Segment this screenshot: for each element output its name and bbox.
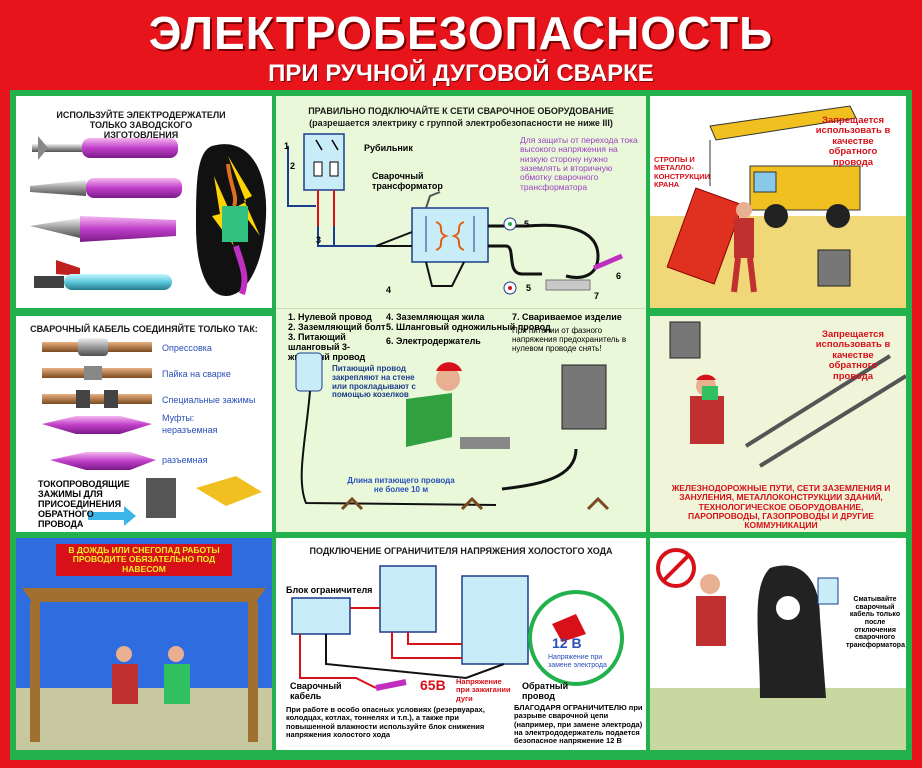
num-1: 1 [284, 141, 290, 151]
panel-limiter: ПОДКЛЮЧЕНИЕ ОГРАНИЧИТЕЛЯ НАПРЯЖЕНИЯ ХОЛО… [276, 538, 646, 750]
panel-electrode-holders: ИСПОЛЬЗУЙТЕ ЭЛЕКТРОДЕРЖАТЕЛИ ТОЛЬКО ЗАВО… [16, 96, 272, 308]
panel-title: СВАРОЧНЫЙ КАБЕЛЬ СОЕДИНЯЙТЕ ТОЛЬКО ТАК: [30, 324, 258, 334]
joint-item-3: Специальные зажимы [162, 395, 256, 405]
panel-crane: Запрещается использовать в качестве обра… [650, 96, 906, 308]
block-label: Блок ограничителя [286, 585, 373, 595]
return-label: Обратный провод [522, 681, 569, 701]
note-right: БЛАГОДАРЯ ОГРАНИЧИТЕЛЮ при разрыве сваро… [514, 703, 643, 745]
num-2: 2 [290, 161, 296, 171]
arc-label: Напряжение при зажигании дуги [456, 677, 511, 703]
poster-title: ЭЛЕКТРОБЕЗОПАСНОСТЬ [148, 7, 774, 59]
legend-5: 5. Шланговый одножильный провод [386, 322, 551, 332]
panel-connection: ПРАВИЛЬНО ПОДКЛЮЧАЙТЕ К СЕТИ СВАРОЧНОЕ О… [276, 96, 646, 308]
rain-title: В ДОЖДЬ ИЛИ СНЕГОПАД РАБОТЫ ПРОВОДИТЕ ОБ… [56, 544, 232, 577]
v12-label: Напряжение при замене электрода [548, 654, 607, 669]
holder-3 [30, 216, 176, 242]
panel-unwind-cable: Сматывайте сварочный кабель только после… [650, 538, 906, 750]
legend-3: 3. Питающий шланговый 3-жильный провод [288, 332, 366, 362]
railway-illustration [650, 316, 906, 532]
switch-label: Рубильник [364, 143, 413, 153]
grounding-note: Для защиты от перехода тока высокого нап… [520, 135, 638, 192]
legend-4: 4. Заземляющая жила [386, 312, 485, 322]
joint-item-2: Пайка на сварке [162, 369, 231, 379]
voltage-65: 65В [420, 677, 446, 693]
panel-railway: Запрещается использовать в качестве обра… [650, 316, 906, 532]
cable-label: Сварочный кабель [290, 681, 342, 701]
panel-subtitle: (разрешается электрику с группой электро… [309, 118, 613, 128]
panel-title: ПОДКЛЮЧЕНИЕ ОГРАНИЧИТЕЛЯ НАПРЯЖЕНИЯ ХОЛО… [309, 546, 613, 556]
prohibited-list: ЖЕЛЕЗНОДОРОЖНЫЕ ПУТИ, СЕТИ ЗАЗЕМЛЕНИЯ И … [671, 483, 891, 531]
panel-rain: В ДОЖДЬ ИЛИ СНЕГОПАД РАБОТЫ ПРОВОДИТЕ ОБ… [16, 538, 272, 750]
welder-illustration [295, 352, 610, 511]
legend-1: 1. Нулевой провод [288, 312, 372, 322]
num-5a: 5 [524, 219, 530, 229]
num-4: 4 [386, 285, 392, 295]
holder-1 [32, 136, 178, 160]
num-6: 6 [616, 271, 622, 281]
clamps-label: ТОКОПРОВОДЯЩИЕ ЗАЖИМЫ ДЛЯ ПРИСОЕДИНЕНИЯ … [38, 479, 130, 529]
joint-item-6: разъемная [162, 455, 208, 465]
joint-item-5: неразъемная [162, 425, 218, 435]
unwind-note: Сматывайте сварочный кабель только после… [846, 596, 905, 650]
length-note: Длина питающего провода не более 10 м [347, 476, 455, 494]
wire-note: Питающий провод закрепляют на стене или … [332, 364, 416, 400]
legend-7: 7. Свариваемое изделие [512, 312, 622, 322]
holder-2 [30, 178, 182, 198]
limiter-diagram [291, 565, 624, 691]
transformer-label: Сварочный трансформатор [372, 171, 443, 191]
prohibition-title: Запрещается использовать в качестве обра… [815, 115, 891, 168]
prohibition-title: Запрещается использовать в качестве обра… [815, 329, 891, 382]
unwind-illustration [650, 548, 906, 750]
panel-welder-area: 1. Нулевой провод 2. Заземляющий болт 3.… [276, 308, 646, 532]
connection-diagram [287, 133, 623, 295]
num-5b: 5 [526, 283, 532, 293]
rain-illustration [16, 588, 272, 750]
cable-damage-icon [196, 144, 267, 296]
poster-subtitle: ПРИ РУЧНОЙ ДУГОВОЙ СВАРКЕ [268, 60, 654, 87]
holder-4 [34, 260, 172, 290]
crane-illustration [650, 105, 906, 308]
panel-title: ПРАВИЛЬНО ПОДКЛЮЧАЙТЕ К СЕТИ СВАРОЧНОЕ О… [308, 106, 614, 116]
note-left: При работе в особо опасных условиях (рез… [286, 705, 485, 739]
num-7: 7 [594, 291, 600, 301]
legend-6: 6. Электродержатель [386, 336, 481, 346]
cable-joints-illustration [42, 338, 262, 526]
legend-2: 2. Заземляющий болт [288, 322, 386, 332]
joint-item-4: Муфты: [162, 413, 195, 423]
electrode-holders-illustration [30, 136, 267, 296]
panel-title: ИСПОЛЬЗУЙТЕ ЭЛЕКТРОДЕРЖАТЕЛИ ТОЛЬКО ЗАВО… [56, 110, 226, 140]
voltage-12: 12 В [552, 635, 582, 651]
panel-cable-joints: СВАРОЧНЫЙ КАБЕЛЬ СОЕДИНЯЙТЕ ТОЛЬКО ТАК: … [16, 316, 272, 532]
legend-note: При питании от фазного напряжения предох… [512, 326, 627, 353]
num-3: 3 [316, 235, 322, 245]
poster-board: ИСПОЛЬЗУЙТЕ ЭЛЕКТРОДЕРЖАТЕЛИ ТОЛЬКО ЗАВО… [10, 90, 912, 760]
joint-item-1: Опрессовка [162, 343, 212, 353]
crane-label: СТРОПЫ И МЕТАЛЛО-КОНСТРУКЦИИ КРАНА [654, 155, 711, 189]
